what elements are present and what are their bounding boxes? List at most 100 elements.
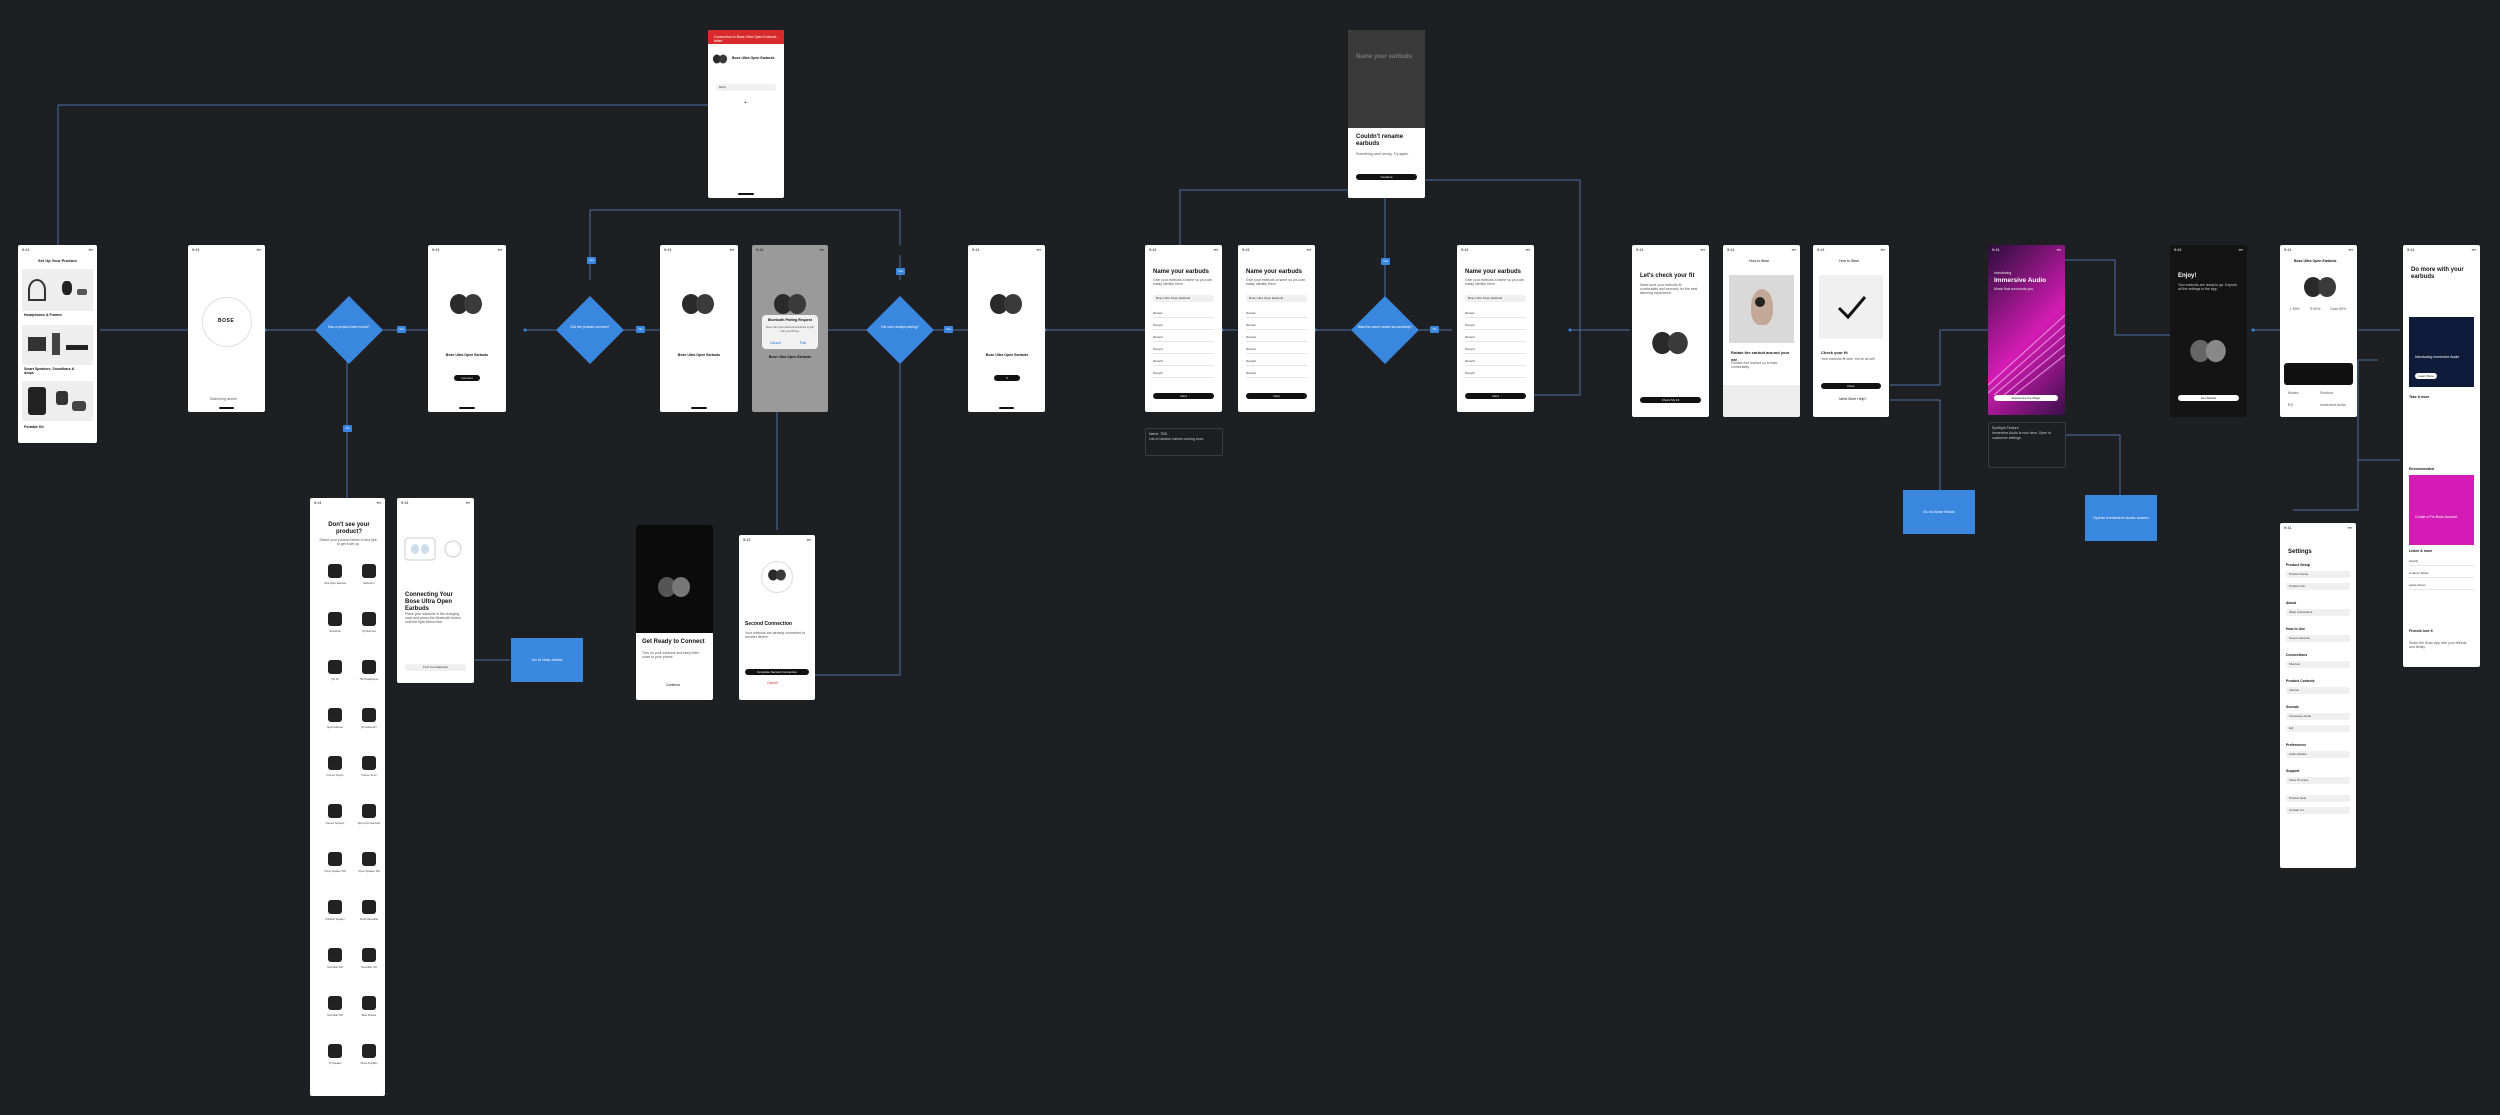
header-title: How to Wear: [1749, 259, 1769, 263]
screen-connecting-help: 9:41▪▪▪ Connecting Your Bose Ultra Open …: [397, 498, 474, 683]
name-suggestion[interactable]: Name3: [1246, 333, 1307, 342]
product-image-speakers[interactable]: [22, 325, 93, 365]
list-item[interactable]: Spotify: [2409, 557, 2474, 566]
continue-button[interactable]: Continue: [1356, 174, 1417, 180]
settings-section-title: Product Controls: [2286, 679, 2315, 683]
page-body: Your earbuds are already connected to an…: [745, 631, 809, 639]
product-thumbnail[interactable]: [328, 900, 342, 914]
action-item[interactable]: Immersive Audio: [2320, 403, 2346, 407]
dimmed-background: [1348, 30, 1425, 128]
next-button[interactable]: Next: [1465, 393, 1526, 399]
product-thumbnail[interactable]: [328, 804, 342, 818]
product-thumbnail[interactable]: [328, 756, 342, 770]
next-button[interactable]: Next: [1246, 393, 1307, 399]
product-thumbnail[interactable]: [362, 996, 376, 1010]
get-started-button[interactable]: Get Started: [2178, 395, 2239, 401]
check-fit-button[interactable]: Check My Fit: [1640, 397, 1701, 403]
settings-row[interactable]: Product Help: [2286, 795, 2350, 802]
name-input[interactable]: Bose Ultra Open Earbuds: [1465, 295, 1526, 302]
product-image-portable[interactable]: [22, 381, 93, 421]
name-suggestion[interactable]: Name2: [1246, 321, 1307, 330]
name-suggestion[interactable]: Name4: [1246, 345, 1307, 354]
product-thumbnail[interactable]: [362, 900, 376, 914]
settings-row[interactable]: Audio Modes: [2286, 751, 2350, 758]
name-input[interactable]: Bose Ultra Open Earbuds: [1246, 295, 1307, 302]
product-thumbnail[interactable]: [328, 1044, 342, 1058]
product-image-headphones[interactable]: [22, 269, 93, 311]
product-thumbnail[interactable]: [362, 804, 376, 818]
settings-row[interactable]: Volume: [2286, 687, 2350, 694]
action-item[interactable]: Shortcut: [2320, 391, 2333, 395]
cancel-link[interactable]: Cancel: [767, 681, 778, 685]
product-thumbnail[interactable]: [362, 564, 376, 578]
page-title: Do more with your earbuds: [2411, 267, 2473, 281]
action-item[interactable]: Modes: [2288, 391, 2299, 395]
name-suggestion[interactable]: Name2: [1465, 321, 1526, 330]
product-thumbnail[interactable]: [362, 756, 376, 770]
name-suggestion[interactable]: Name1: [1153, 309, 1214, 318]
settings-row[interactable]: Voice Prompts: [2286, 777, 2350, 784]
name-suggestion[interactable]: Name5: [1246, 357, 1307, 366]
name-suggestion[interactable]: Name4: [1465, 345, 1526, 354]
need-help-link[interactable]: Need More Help?: [1839, 397, 1866, 401]
featured-card[interactable]: Introducing Immersive Audio Learn More: [2409, 317, 2474, 387]
retry-row[interactable]: Retry: [716, 84, 776, 91]
name-suggestion[interactable]: Name2: [1153, 321, 1214, 330]
name-suggestion[interactable]: Name6: [1465, 369, 1526, 378]
settings-row[interactable]: EQ: [2286, 725, 2350, 732]
cancel-button[interactable]: Cancel: [770, 341, 781, 345]
continue-link[interactable]: Continue: [666, 683, 680, 687]
name-suggestion[interactable]: Name6: [1246, 369, 1307, 378]
experience-button[interactable]: Experience the Magic: [1994, 395, 2058, 401]
done-button[interactable]: Done: [1821, 383, 1881, 389]
product-thumbnail[interactable]: [362, 660, 376, 674]
next-button[interactable]: Next: [1153, 393, 1214, 399]
product-thumbnail[interactable]: [328, 852, 342, 866]
settings-row[interactable]: Source Devices: [2286, 635, 2350, 642]
promo-card[interactable]: Create a Pro Bose Account: [2409, 475, 2474, 545]
list-item[interactable]: Apple Music: [2409, 581, 2474, 590]
name-suggestion[interactable]: Name5: [1465, 357, 1526, 366]
name-suggestion[interactable]: Name6: [1153, 369, 1214, 378]
name-suggestion[interactable]: Name4: [1153, 345, 1214, 354]
edit-button[interactable]: ✎: [994, 375, 1020, 381]
product-thumbnail[interactable]: [362, 948, 376, 962]
product-thumbnail[interactable]: [362, 612, 376, 626]
product-thumbnail[interactable]: [328, 948, 342, 962]
page-subtitle: Give your earbuds a name so you can easi…: [1465, 278, 1525, 286]
name-suggestion[interactable]: Name3: [1465, 333, 1526, 342]
action-item[interactable]: EQ: [2288, 403, 2293, 407]
product-thumbnail[interactable]: [362, 852, 376, 866]
section-title: Listen & more: [2409, 549, 2432, 553]
settings-row[interactable]: Shortcut: [2286, 661, 2350, 668]
product-thumbnail[interactable]: [328, 708, 342, 722]
name-suggestion[interactable]: Name3: [1153, 333, 1214, 342]
find-earbuds-button[interactable]: Find Your Earbuds: [405, 664, 466, 671]
flow-tag: Yes: [896, 268, 905, 275]
settings-row[interactable]: Wear Instructions: [2286, 609, 2350, 616]
product-thumbnail[interactable]: [328, 612, 342, 626]
product-thumbnail[interactable]: [328, 660, 342, 674]
pair-button[interactable]: Pair: [800, 341, 806, 345]
annotation-note: Name: TBD List of random names coming so…: [1145, 428, 1223, 456]
settings-row[interactable]: Immersive Audio: [2286, 713, 2350, 720]
name-suggestion[interactable]: Name5: [1153, 357, 1214, 366]
complete-button[interactable]: Complete Second Connection: [745, 669, 809, 675]
product-thumbnail[interactable]: [328, 564, 342, 578]
settings-row[interactable]: Product Name: [2286, 571, 2350, 578]
product-thumbnail[interactable]: [328, 996, 342, 1010]
eyebrow-text: Introducing: [1994, 271, 2011, 275]
name-input[interactable]: Bose Ultra Open Earbuds: [1153, 295, 1214, 302]
product-thumbnail[interactable]: [362, 1044, 376, 1058]
product-thumbnail[interactable]: [362, 708, 376, 722]
name-suggestion[interactable]: Name1: [1465, 309, 1526, 318]
connect-button[interactable]: Connect: [454, 375, 480, 381]
learn-more-button[interactable]: Learn More: [2415, 373, 2437, 379]
settings-row[interactable]: Contact Us: [2286, 807, 2350, 814]
now-playing-card[interactable]: [2284, 363, 2353, 385]
settings-row[interactable]: Product Info: [2286, 583, 2350, 590]
name-suggestion[interactable]: Name1: [1246, 309, 1307, 318]
add-icon[interactable]: +: [744, 100, 747, 106]
list-item[interactable]: Amazon Music: [2409, 569, 2474, 578]
